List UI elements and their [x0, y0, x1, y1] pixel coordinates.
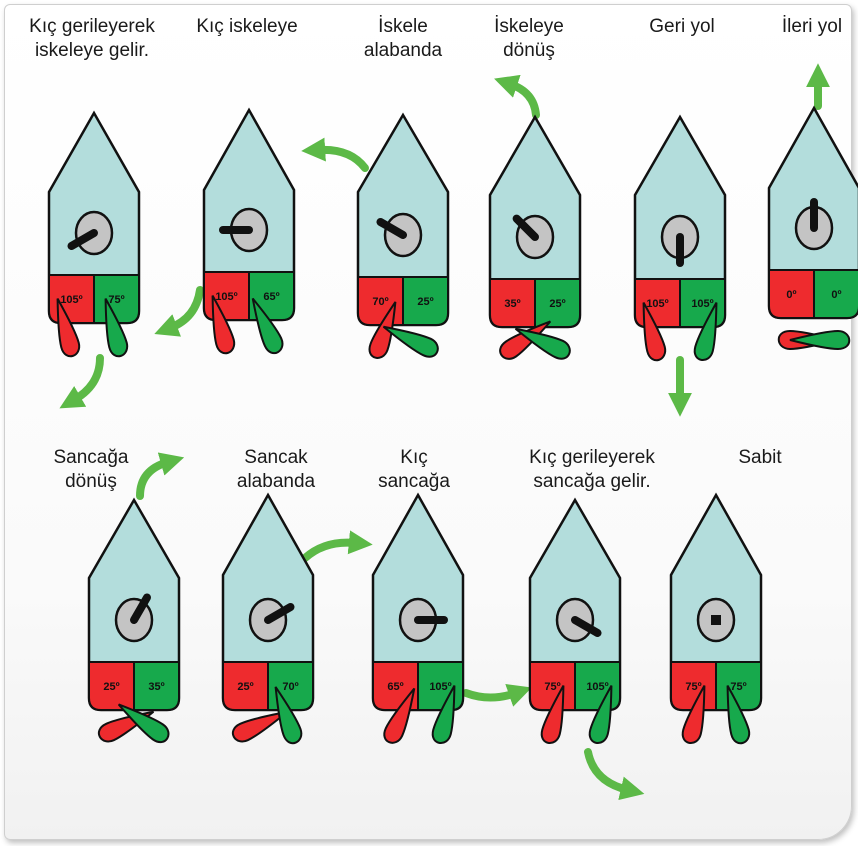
- right-angle-label: 65º: [263, 291, 279, 303]
- left-angle-label: 25º: [237, 681, 253, 693]
- right-angle-label: 75º: [730, 681, 746, 693]
- boat-1: 105º 65º: [204, 110, 294, 320]
- boat-0: 105º 75º: [49, 113, 139, 323]
- stop-square-icon: [711, 615, 721, 625]
- left-angle-label: 0º: [786, 289, 796, 301]
- left-angle-label: 35º: [504, 298, 520, 310]
- right-angle-label: 75º: [108, 294, 124, 306]
- left-angle-label: 75º: [685, 681, 701, 693]
- arrow-up-left-icon: [318, 150, 365, 168]
- right-angle-label: 25º: [417, 296, 433, 308]
- boat-10: 75º 75º: [671, 495, 761, 710]
- boat-2: 70º 25º: [358, 115, 448, 325]
- arrow-down-left-icon: [74, 358, 100, 400]
- arrow-down-right-icon: [588, 752, 628, 790]
- boat-9: 75º 105º: [530, 500, 620, 710]
- right-angle-label: 35º: [148, 681, 164, 693]
- arrow-down-left-icon: [170, 290, 200, 328]
- left-angle-label: 25º: [103, 681, 119, 693]
- boat-7: 25º 70º: [223, 495, 313, 710]
- boat-6: 25º 35º: [89, 500, 179, 710]
- right-angle-label: 25º: [549, 298, 565, 310]
- right-angle-label: 70º: [282, 681, 298, 693]
- boat-5: 0º 0º: [769, 108, 858, 318]
- arrow-up-right-icon: [140, 462, 168, 496]
- right-angle-label: 0º: [831, 289, 841, 301]
- right-angle-label: 105º: [429, 681, 451, 693]
- arrow-up-left-icon: [510, 84, 536, 115]
- arrow-up-right-icon: [305, 543, 356, 558]
- left-angle-label: 75º: [544, 681, 560, 693]
- left-angle-label: 65º: [387, 681, 403, 693]
- left-angle-label: 105º: [60, 294, 82, 306]
- boat-8: 65º 105º: [373, 495, 463, 710]
- left-angle-label: 105º: [215, 291, 237, 303]
- right-angle-label: 105º: [586, 681, 608, 693]
- left-angle-label: 70º: [372, 296, 388, 308]
- boat-3: 35º 25º: [490, 117, 580, 327]
- right-angle-label: 105º: [691, 298, 713, 310]
- boat-4: 105º 105º: [635, 117, 725, 327]
- left-angle-label: 105º: [646, 298, 668, 310]
- arrow-right-icon: [466, 693, 516, 698]
